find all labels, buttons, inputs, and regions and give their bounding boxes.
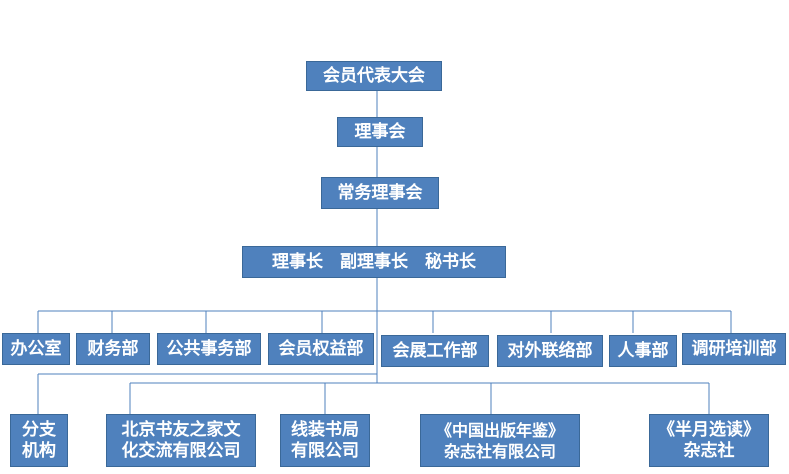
node-label: 理事长 副理事长 秘书长 — [272, 251, 476, 272]
dept-external-liaison: 对外联络部 — [497, 335, 603, 367]
affiliate-shuyou-home: 北京书友之家文 化交流有限公司 — [106, 414, 256, 467]
node-assembly: 会员代表大会 — [306, 61, 442, 91]
node-standing-council: 常务理事会 — [321, 177, 439, 209]
dept-label: 公共事务部 — [166, 338, 252, 359]
dept-label: 人事部 — [617, 340, 669, 361]
affiliate-label-line1: 分支 — [22, 419, 56, 440]
dept-label: 调研培训部 — [691, 338, 777, 359]
dept-office: 办公室 — [2, 333, 70, 365]
affiliate-label-line1: 《半月选读》 — [658, 419, 760, 440]
affiliate-label-line2: 有限公司 — [291, 440, 359, 461]
dept-label: 会员权益部 — [278, 338, 364, 359]
dept-label: 会展工作部 — [392, 340, 478, 361]
dept-public-affairs: 公共事务部 — [157, 333, 261, 365]
dept-label: 财务部 — [87, 338, 139, 359]
affiliate-label-line1: 《中国出版年鉴》 — [435, 420, 564, 440]
dept-label: 对外联络部 — [507, 340, 593, 361]
node-label: 理事会 — [354, 121, 406, 142]
dept-member-rights: 会员权益部 — [268, 333, 374, 365]
affiliate-banyue-xuandu: 《半月选读》 杂志社 — [649, 414, 769, 467]
dept-exhibition: 会展工作部 — [381, 335, 489, 367]
affiliate-label-line2: 化交流有限公司 — [121, 440, 241, 461]
affiliate-branches: 分支 机构 — [10, 414, 68, 467]
affiliate-label-line2: 杂志社有限公司 — [443, 441, 556, 461]
dept-finance: 财务部 — [76, 333, 150, 365]
affiliate-xianzhuang-books: 线装书局 有限公司 — [280, 414, 370, 467]
affiliate-label-line2: 杂志社 — [683, 440, 735, 461]
dept-personnel: 人事部 — [609, 335, 677, 367]
node-label: 会员代表大会 — [323, 65, 425, 86]
affiliate-label-line2: 机构 — [22, 440, 56, 461]
affiliate-china-publishing-yearbook: 《中国出版年鉴》 杂志社有限公司 — [420, 414, 580, 467]
node-leaders: 理事长 副理事长 秘书长 — [242, 246, 506, 278]
node-label: 常务理事会 — [337, 182, 423, 203]
affiliate-label-line1: 北京书友之家文 — [121, 419, 241, 440]
node-council: 理事会 — [337, 117, 423, 147]
affiliate-label-line1: 线装书局 — [291, 419, 359, 440]
dept-research-training: 调研培训部 — [682, 333, 786, 365]
dept-label: 办公室 — [10, 338, 62, 359]
